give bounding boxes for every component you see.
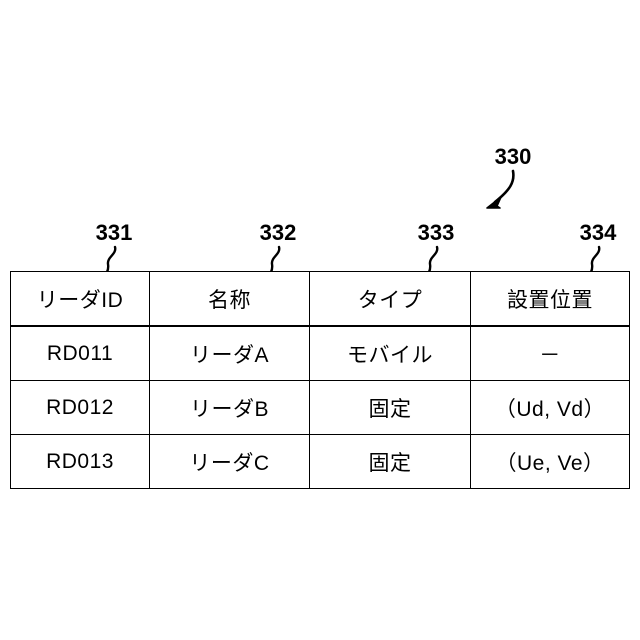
leader-line-331 <box>105 245 117 274</box>
reference-numeral-334: 334 <box>579 220 617 245</box>
reference-numeral-331: 331 <box>95 220 133 245</box>
cell-type: モバイル <box>309 325 471 381</box>
header-cell-reader-id: リーダID <box>10 271 150 327</box>
header-cell-name: 名称 <box>149 271 310 327</box>
leader-arrow-330 <box>486 169 515 209</box>
cell-install-position: （Ue, Ve） <box>470 434 630 489</box>
reference-numeral-332: 332 <box>259 220 297 245</box>
table-row: RD013 リーダC 固定 （Ue, Ve） <box>10 434 630 489</box>
leader-line-333 <box>427 245 439 274</box>
cell-reader-id: RD011 <box>10 325 150 381</box>
reference-numeral-333: 333 <box>417 220 455 245</box>
leader-line-334 <box>589 245 601 274</box>
header-cell-type: タイプ <box>309 271 471 327</box>
cell-name: リーダC <box>149 434 310 489</box>
reader-management-table: リーダID 名称 タイプ 設置位置 RD011 リーダA モバイル － RD01… <box>10 271 630 489</box>
cell-type: 固定 <box>309 434 471 489</box>
cell-type: 固定 <box>309 380 471 435</box>
cell-name: リーダA <box>149 325 310 381</box>
table-row: RD012 リーダB 固定 （Ud, Vd） <box>10 380 630 435</box>
cell-install-position: － <box>470 325 630 381</box>
cell-name: リーダB <box>149 380 310 435</box>
table-row: RD011 リーダA モバイル － <box>10 325 630 381</box>
header-cell-install-position: 設置位置 <box>470 271 630 327</box>
cell-install-position: （Ud, Vd） <box>470 380 630 435</box>
cell-reader-id: RD013 <box>10 434 150 489</box>
leader-line-332 <box>269 245 281 274</box>
cell-reader-id: RD012 <box>10 380 150 435</box>
table-header-row: リーダID 名称 タイプ 設置位置 <box>10 271 630 327</box>
reference-numeral-330: 330 <box>494 144 532 169</box>
